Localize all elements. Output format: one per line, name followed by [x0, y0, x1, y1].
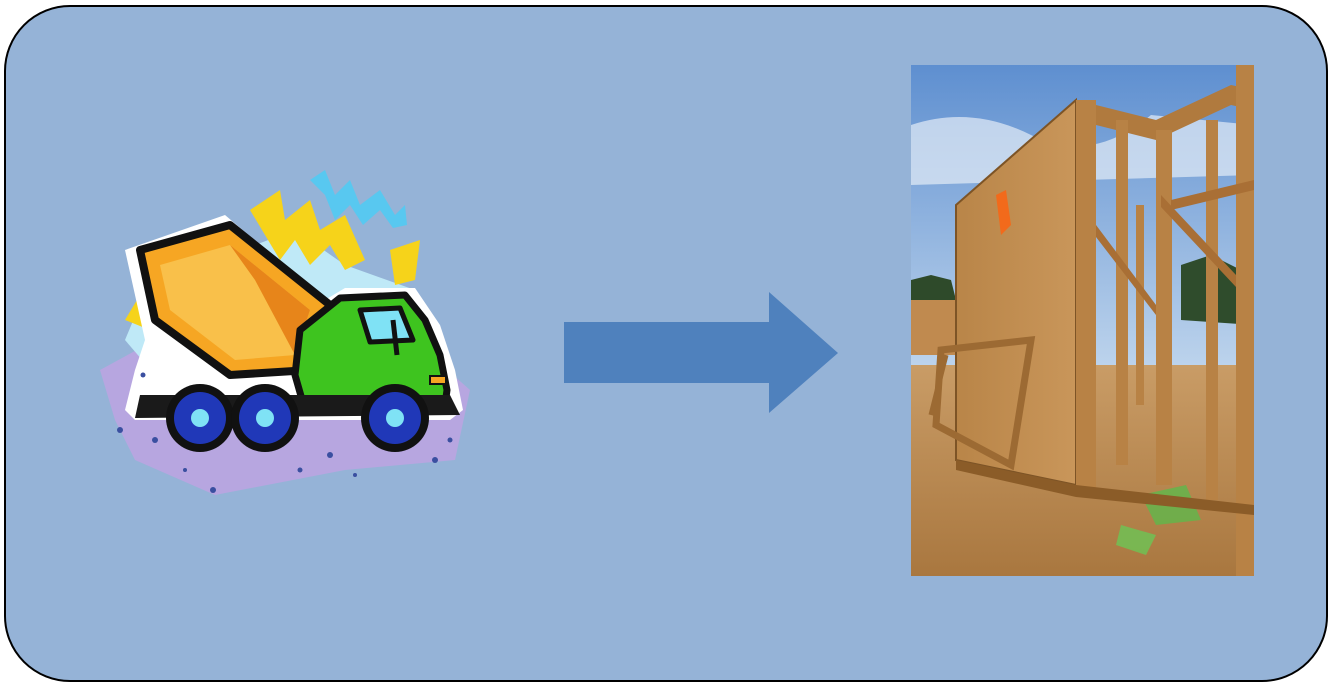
- right-arrow-icon: [564, 292, 840, 414]
- house-framing-photo: [911, 65, 1254, 576]
- cement-mixer-truck-icon: [95, 170, 475, 500]
